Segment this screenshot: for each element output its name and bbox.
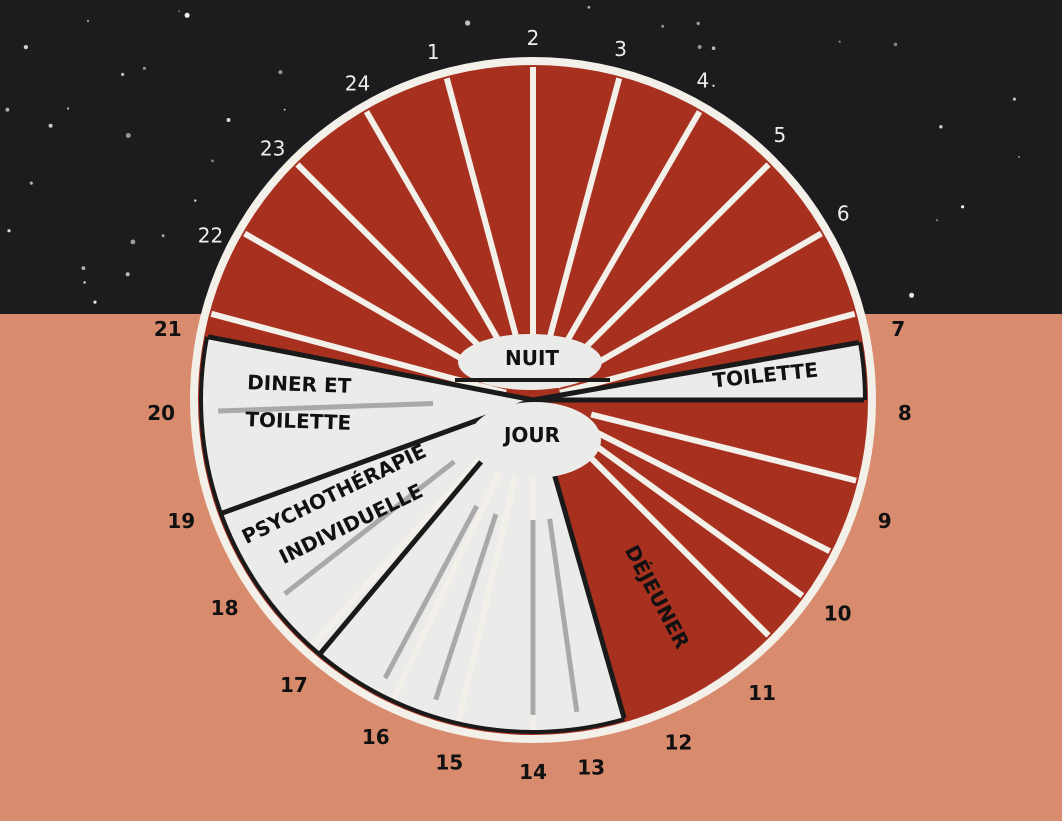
star: [93, 301, 96, 304]
star: [1013, 98, 1016, 101]
star: [83, 281, 85, 283]
star: [227, 118, 231, 122]
star: [87, 20, 89, 22]
hour-label-6: 6: [837, 202, 850, 226]
star: [939, 125, 942, 128]
star: [465, 20, 470, 25]
hour-label-11: 11: [748, 681, 776, 705]
hour-label-18: 18: [211, 596, 239, 620]
star: [712, 85, 714, 87]
star: [24, 45, 28, 49]
star: [194, 199, 196, 201]
hour-label-23: 23: [260, 137, 285, 161]
hour-label-14: 14: [519, 760, 547, 784]
hour-label-16: 16: [362, 725, 390, 749]
hour-label-15: 15: [435, 751, 463, 775]
star: [82, 266, 86, 270]
hour-label-8: 8: [898, 401, 912, 425]
star: [839, 41, 841, 43]
star: [131, 240, 136, 245]
label-diner-line2: TOILETTE: [245, 407, 352, 435]
star: [278, 70, 282, 74]
star: [936, 219, 938, 221]
hour-label-4: 4: [697, 68, 710, 92]
star: [185, 13, 190, 18]
hour-label-7: 7: [891, 317, 905, 341]
star: [1018, 156, 1020, 158]
star: [697, 22, 700, 25]
hour-label-3: 3: [614, 37, 627, 61]
label-jour: JOUR: [502, 423, 560, 447]
star: [6, 108, 10, 112]
star: [894, 43, 897, 46]
star: [143, 67, 146, 70]
star: [7, 229, 10, 232]
hour-label-12: 12: [664, 730, 692, 754]
hour-label-17: 17: [280, 673, 308, 697]
hour-label-9: 9: [878, 509, 892, 533]
star: [661, 25, 664, 28]
star: [67, 107, 69, 109]
star: [909, 293, 914, 298]
hour-label-10: 10: [824, 601, 852, 625]
star: [211, 160, 214, 163]
star: [712, 46, 716, 50]
hour-label-5: 5: [774, 123, 787, 147]
label-nuit: NUIT: [505, 346, 559, 370]
star: [49, 124, 53, 128]
star: [284, 109, 286, 111]
hour-label-22: 22: [198, 224, 223, 248]
star: [178, 11, 180, 13]
star: [961, 205, 964, 208]
hour-label-21: 21: [154, 317, 182, 341]
hour-label-19: 19: [167, 509, 195, 533]
hour-label-1: 1: [427, 40, 440, 64]
star: [30, 182, 33, 185]
star: [162, 234, 165, 237]
star: [121, 73, 124, 76]
star: [698, 45, 702, 49]
hour-label-13: 13: [577, 755, 605, 779]
hour-label-24: 24: [345, 71, 370, 95]
hour-label-2: 2: [527, 26, 540, 50]
star: [126, 133, 131, 138]
label-diner-line1: DINER ET: [247, 370, 352, 398]
hour-label-20: 20: [147, 401, 175, 425]
star: [588, 6, 591, 9]
star: [126, 272, 130, 276]
